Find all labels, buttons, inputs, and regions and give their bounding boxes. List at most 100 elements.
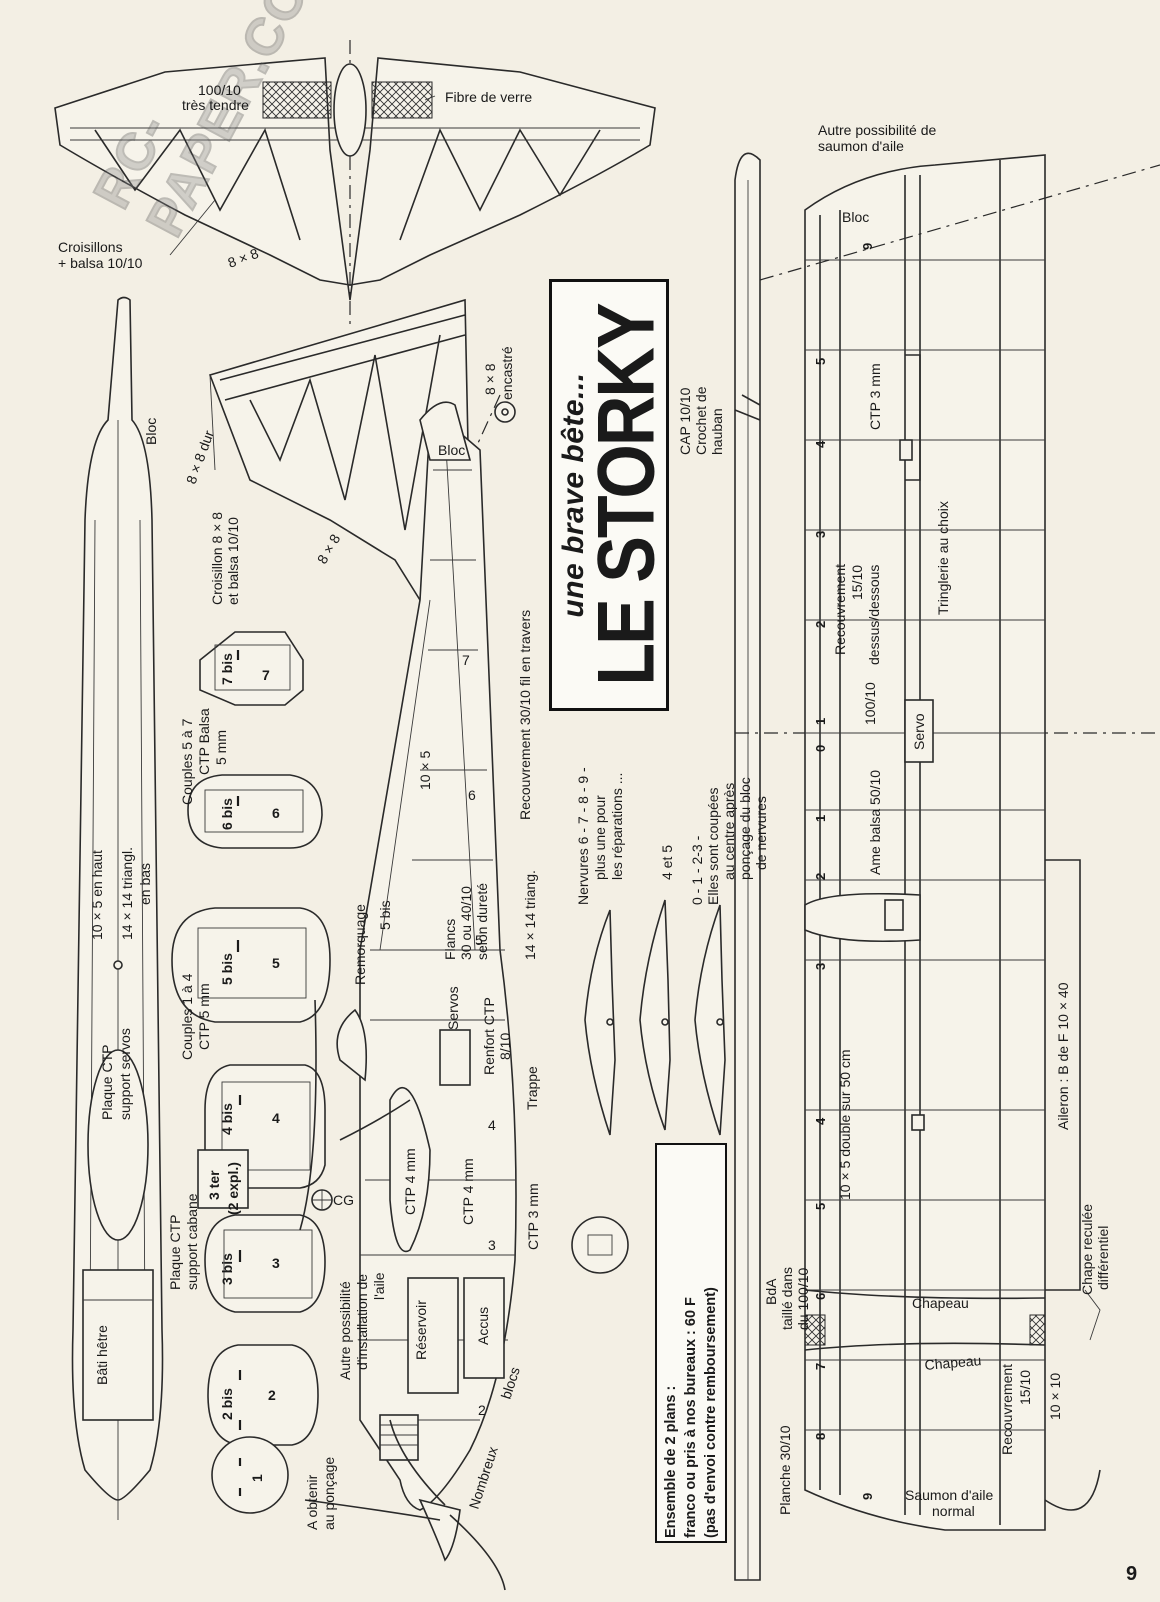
former-5	[171, 907, 331, 1023]
label-autre-saumon-1: Autre possibilité de	[818, 122, 937, 138]
label-ctp4-b: CTP 4 mm	[460, 1158, 476, 1225]
label-4-et-5: 4 et 5	[659, 845, 675, 880]
label-servos: Servos	[445, 986, 461, 1030]
station-6: 6	[468, 787, 476, 803]
label-recouvrement-wing-3: dessus/dessous	[866, 565, 882, 665]
label-couples-14-1: Couples 1 à 4	[179, 973, 195, 1060]
former-label-2: 2	[268, 1387, 276, 1403]
label-renfort-1: Renfort CTP	[481, 997, 497, 1075]
label-saumon-normal-2: normal	[932, 1503, 975, 1519]
former-label-3-bis: 3 bis	[219, 1253, 235, 1285]
rib-templates	[584, 899, 726, 1136]
rib-num-5: 5	[813, 1203, 828, 1210]
label-nervures-2: plus une pour	[592, 795, 608, 880]
label-nervures-3: les réparations ...	[609, 773, 625, 880]
label-croisillons-2: + balsa 10/10	[58, 255, 143, 271]
former-3-ter	[197, 1149, 249, 1209]
label-ctp3: CTP 3 mm	[525, 1183, 541, 1250]
label-recouvrement-tip-1: Recouvrement	[999, 1364, 1015, 1455]
label-14x14-triang: 14 × 14 triang.	[522, 870, 538, 960]
former-label-7-bis: 7 bis	[219, 653, 235, 685]
label-balsa-tendre-1: 100/10	[198, 82, 241, 98]
former-label-1: 1	[249, 1474, 265, 1482]
label-cg: CG	[333, 1192, 354, 1208]
former-label-6-bis: 6 bis	[219, 798, 235, 830]
former-label-2-bis: 2 bis	[219, 1388, 235, 1420]
price-box: Ensemble de 2 plans : franco ou pris à n…	[655, 1143, 727, 1543]
former-6	[187, 774, 323, 849]
label-reservoir: Réservoir	[413, 1300, 429, 1360]
former-label-5-bis: 5 bis	[219, 953, 235, 985]
former-label-6: 6	[272, 805, 280, 821]
label-plaque-servos-1: Plaque CTP	[99, 1045, 115, 1120]
label-couples-57-3: 5 mm	[213, 730, 229, 765]
label-fibre: Fibre de verre	[445, 89, 532, 105]
label-autre-install-1: Autre possibilité	[337, 1281, 353, 1380]
station-7: 7	[462, 652, 470, 668]
label-ctp4-a: CTP 4 mm	[402, 1148, 418, 1215]
label-nervures-1: Nervures 6 - 7 - 8 - 9 -	[575, 767, 591, 905]
station-5: 5	[475, 932, 483, 948]
label-a-obtenir-1: A obtenir	[304, 1474, 320, 1530]
former-2	[207, 1344, 319, 1446]
former-label-4: 4	[272, 1110, 280, 1126]
station-3: 3	[488, 1237, 496, 1253]
station-4: 4	[488, 1117, 496, 1133]
former-7	[199, 631, 304, 706]
formers	[171, 631, 331, 1514]
label-5-bis-side: 5 bis	[377, 900, 393, 930]
label-trappe: Trappe	[524, 1066, 540, 1110]
wing-side-strip	[734, 152, 1160, 1581]
label-recouvrement-wing-2: 15/10	[849, 565, 865, 600]
label-bloc-side: Bloc	[438, 442, 465, 458]
label-ame-balsa: Ame balsa 50/10	[867, 770, 883, 875]
label-croisillon-8-1: Croisillon 8 × 8	[209, 512, 225, 605]
label-flancs-3: selon dureté	[474, 883, 490, 960]
label-chapeau-b: Chapeau	[924, 1352, 982, 1373]
label-10x5-double: 10 × 5 double sur 50 cm	[837, 1049, 853, 1200]
rib-num-1: 1	[813, 815, 828, 822]
label-saumon-normal-1: Saumon d'aile	[905, 1487, 994, 1503]
page-number: 9	[1126, 1563, 1138, 1585]
label-bda-3: du 100/10	[795, 1268, 811, 1330]
label-100-10: 100/10	[862, 682, 878, 725]
label-balsa-tendre-2: très tendre	[182, 97, 249, 113]
label-croisillon-8-2: et balsa 10/10	[225, 517, 241, 605]
label-autre-saumon-2: saumon d'aile	[818, 138, 904, 154]
label-cap-1: CAP 10/10	[677, 387, 693, 455]
label-8x8-dur: 8 × 8 dur	[183, 428, 217, 486]
label-recouvrement-side: Recouvrement 30/10 fil en travers	[517, 610, 533, 820]
rib-num-3: 3	[813, 963, 828, 970]
label-14x14-triangl-1: 14 × 14 triangl.	[119, 847, 135, 940]
label-8x8-encastre-1: 8 × 8	[482, 363, 498, 395]
fuselage-top-view	[71, 296, 164, 1520]
label-plaque-cabane-1: Plaque CTP	[167, 1215, 183, 1290]
label-couples-57-1: Couples 5 à 7	[179, 718, 195, 805]
label-8x8-encastre-2: encastré	[499, 346, 515, 400]
label-chape-1: Chape reculée	[1079, 1204, 1095, 1295]
label-bloc-top: Bloc	[143, 418, 159, 445]
label-10x5: 10 × 5	[417, 750, 433, 790]
rib-num-2-top: 2	[813, 621, 828, 628]
label-remorquage: Remorquage	[352, 904, 368, 985]
label-autre-install-3: l'aile	[371, 1272, 387, 1300]
label-tringlerie: Tringlerie au choix	[935, 501, 951, 615]
label-cap-3: hauban	[709, 408, 725, 455]
label-bda-1: BdA	[763, 1278, 779, 1305]
rib-num-4-top: 4	[813, 440, 828, 448]
label-autre-install-2: d'installation de	[354, 1274, 370, 1370]
label-coupees-1: 0 - 1 - 2-3 -	[689, 835, 705, 905]
label-a-obtenir-2: au ponçage	[321, 1457, 337, 1530]
label-plaque-servos-2: support servos	[117, 1028, 133, 1120]
label-chape-2: différentiel	[1095, 1226, 1111, 1290]
station-2: 2	[478, 1402, 486, 1418]
rib-num-4: 4	[813, 1117, 828, 1125]
label-recouvrement-tip-2: 15/10	[1017, 1370, 1033, 1405]
former-label-4-bis: 4 bis	[219, 1103, 235, 1135]
label-couples-14-2: CTP 5 mm	[196, 983, 212, 1050]
label-aileron: Aileron : B de F 10 × 40	[1055, 982, 1071, 1130]
label-14x14-triangl-2: en bas	[137, 863, 153, 905]
label-bda-2: taillé dans	[779, 1267, 795, 1330]
former-label-3: 3	[272, 1255, 280, 1271]
